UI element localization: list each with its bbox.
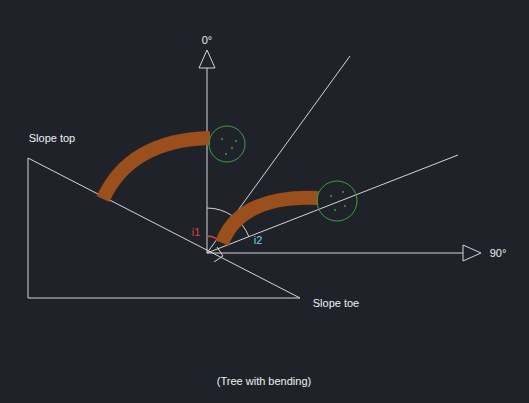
angle-label: i1 <box>192 227 201 238</box>
vertical-axis <box>207 68 208 253</box>
axis-arrowhead <box>463 245 481 261</box>
axis-arrowhead <box>199 50 215 68</box>
axis-label: 90° <box>490 248 507 259</box>
right-angle-mark <box>214 247 223 262</box>
tree-trunk <box>103 138 210 199</box>
slope-label: Slope toe <box>313 298 359 309</box>
tree-trunk <box>222 198 318 243</box>
axis-label: 0° <box>202 35 213 46</box>
horizontal-axis <box>207 253 463 254</box>
caption: (Tree with bending) <box>217 376 311 387</box>
angle-ray <box>207 155 458 253</box>
slope-triangle <box>28 158 300 298</box>
tree-crown <box>209 126 245 162</box>
tree-crown <box>317 181 357 221</box>
slope-label: Slope top <box>29 133 75 144</box>
angle-label: i2 <box>254 235 263 246</box>
angle-ray <box>207 56 350 253</box>
angle-arc-i1 <box>207 236 217 239</box>
